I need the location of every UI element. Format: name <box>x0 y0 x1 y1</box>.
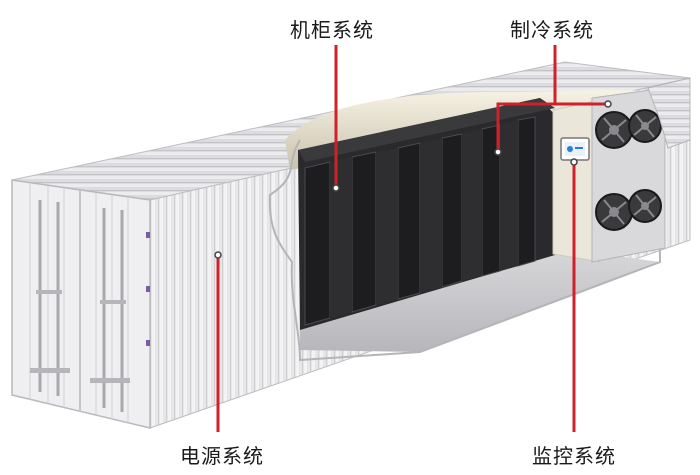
rack-column <box>517 116 536 267</box>
container-front-doors <box>11 179 151 429</box>
rack-column <box>304 161 331 326</box>
fan-icon <box>595 111 633 149</box>
fan-icon <box>628 109 662 143</box>
rack-column <box>397 142 421 300</box>
label-cooling-system: 制冷系统 <box>510 18 594 42</box>
leader-dots <box>214 100 612 259</box>
leader-lines <box>216 45 608 432</box>
floor <box>300 248 660 352</box>
cooling-unit <box>591 77 691 263</box>
fan-icon <box>595 193 633 231</box>
label-cabinet-system: 机柜系统 <box>290 18 374 42</box>
leader-line-cooling <box>496 45 557 152</box>
fan-icon <box>628 189 662 223</box>
label-power-system: 电源系统 <box>180 444 264 468</box>
rack-column <box>351 151 377 313</box>
label-monitoring-system: 监控系统 <box>532 444 616 468</box>
rack-system <box>298 98 555 330</box>
monitor-screen-icon <box>560 137 590 161</box>
rack-column <box>441 133 463 288</box>
